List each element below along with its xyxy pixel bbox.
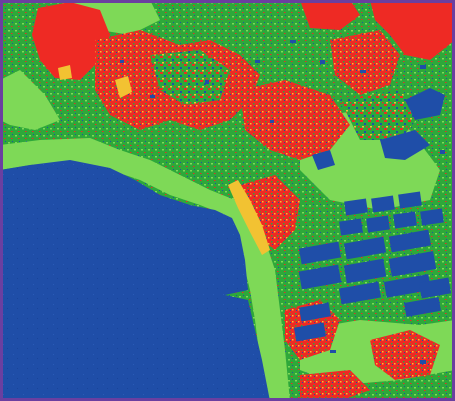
coastal-vegetation (0, 138, 290, 401)
urban-area-east (330, 30, 400, 95)
sand-patch-northwest (58, 65, 72, 80)
urban-area-center (240, 80, 350, 160)
vegetation-patch-left (0, 70, 60, 130)
urban-area-southeast (370, 330, 440, 380)
mixed-zone-north (150, 50, 230, 105)
pond-grid (294, 191, 452, 342)
mixed-zone-east (340, 90, 420, 140)
water-speckles (120, 40, 445, 364)
pond-east-1 (312, 150, 335, 170)
water-body-sea (0, 160, 270, 401)
pond-northeast-1 (405, 88, 445, 120)
urban-area-topright (370, 0, 455, 60)
urban-area-south (300, 370, 370, 401)
pond-northeast-2 (380, 130, 430, 160)
urban-area-northeast (300, 0, 360, 30)
urban-area-northwest (32, 2, 110, 80)
sand-strip-coast (228, 180, 270, 255)
sand-patch-north (115, 76, 132, 98)
